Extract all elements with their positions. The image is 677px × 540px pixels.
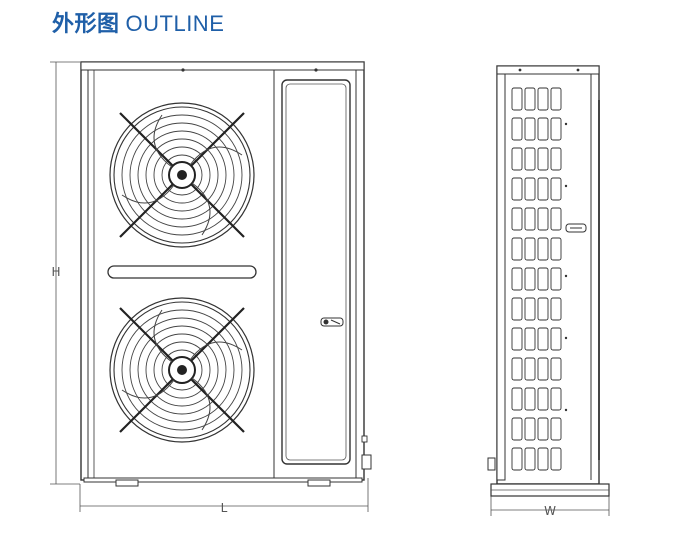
title-en: OUTLINE xyxy=(125,11,225,36)
vent-slot-icon xyxy=(107,265,257,279)
access-panel xyxy=(281,79,351,465)
width-label: W xyxy=(544,504,556,518)
title-zh: 外形图 xyxy=(52,12,120,37)
length-dimension xyxy=(79,478,369,512)
side-view xyxy=(487,65,610,497)
height-label: H xyxy=(51,265,60,279)
width-dimension xyxy=(490,494,610,516)
logo-badge-icon xyxy=(565,223,587,233)
length-label: L xyxy=(221,501,228,515)
front-view xyxy=(80,61,372,487)
height-dimension xyxy=(50,61,80,485)
logo-badge-icon xyxy=(320,317,344,327)
